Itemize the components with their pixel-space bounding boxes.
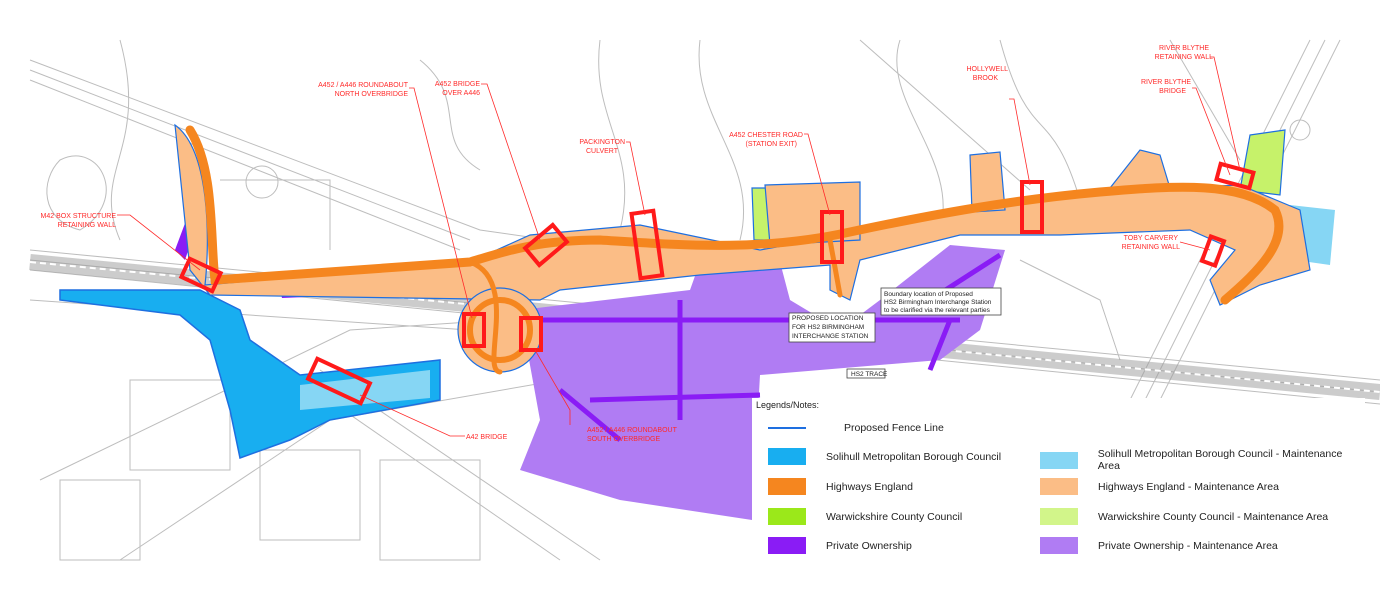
legend-item: Private Ownership — [768, 537, 912, 554]
hs2-trace-label: HS2 TRACE — [846, 368, 888, 379]
solihull-maintenance-area — [300, 205, 1335, 410]
structure-markers — [178, 161, 1256, 406]
legend-item: Highways England - Maintenance Area — [1040, 478, 1279, 495]
svg-text:A42 BRIDGE: A42 BRIDGE — [466, 434, 508, 441]
marker-roundabout-north — [462, 312, 486, 348]
legend-fence-line: Proposed Fence Line — [768, 422, 944, 434]
marker-hollywell — [1020, 180, 1044, 234]
marker-m42-box — [178, 256, 224, 294]
marker-blythe — [1214, 161, 1256, 191]
legend-item: Solihull Metropolitan Borough Council — [768, 448, 1001, 465]
legend: Legends/Notes: Proposed Fence Line Solih… — [752, 398, 1365, 566]
marker-packington — [629, 208, 665, 281]
marker-roundabout-south — [519, 316, 543, 352]
highways-england-road — [185, 125, 1284, 375]
marker-m42-bridge — [305, 356, 373, 406]
marker-chester-road — [820, 210, 844, 264]
legend-title: Legends/Notes: — [756, 400, 820, 410]
marker-toby — [1199, 233, 1227, 269]
legend-item: Private Ownership - Maintenance Area — [1040, 537, 1278, 554]
leader-lines — [117, 56, 1241, 437]
fence-line-swatch — [768, 427, 806, 429]
label-m42-box-1: M42 BOX STRUCTURE — [41, 213, 117, 220]
legend-item: Highways England — [768, 478, 913, 495]
svg-text:A452 CHESTER ROAD(STATION EXIT: A452 CHESTER ROAD(STATION EXIT) — [729, 132, 803, 148]
legend-item: Solihull Metropolitan Borough Council - … — [1040, 448, 1365, 472]
legend-item: Warwickshire County Council - Maintenanc… — [1040, 508, 1328, 525]
legend-item: Warwickshire County Council — [768, 508, 962, 525]
solihull-area — [59, 289, 441, 459]
svg-text:HS2 TRACE: HS2 TRACE — [851, 371, 888, 378]
